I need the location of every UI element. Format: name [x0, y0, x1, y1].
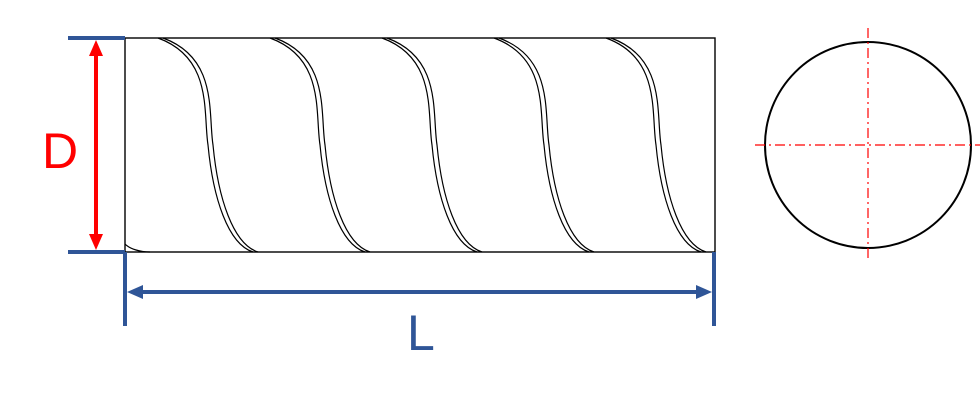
helical-rib-line — [498, 37, 595, 253]
length-arrowhead-left — [127, 285, 143, 299]
diameter-dimension: D — [42, 36, 125, 254]
helical-rib-line — [274, 37, 371, 253]
rebar-side-view — [124, 37, 716, 253]
length-arrowhead-right — [696, 285, 712, 299]
length-label: L — [407, 305, 435, 361]
helical-rib-line — [269, 37, 366, 253]
length-dimension: L — [123, 252, 716, 361]
diameter-arrowhead-bottom — [89, 234, 103, 250]
helical-ribs — [124, 37, 707, 253]
helical-rib-line — [493, 37, 590, 253]
helical-rib-line — [605, 37, 702, 253]
rebar-body-outline — [124, 37, 716, 253]
helical-rib-line — [386, 37, 483, 253]
helical-rib-line — [610, 37, 707, 253]
helical-rib-line — [162, 37, 259, 253]
rebar-end-view — [755, 28, 980, 262]
diameter-label: D — [42, 123, 78, 179]
helical-rib-line — [157, 37, 254, 253]
diameter-arrowhead-top — [89, 40, 103, 56]
helical-rib-line — [381, 37, 478, 253]
helical-rib-stub — [124, 243, 151, 253]
